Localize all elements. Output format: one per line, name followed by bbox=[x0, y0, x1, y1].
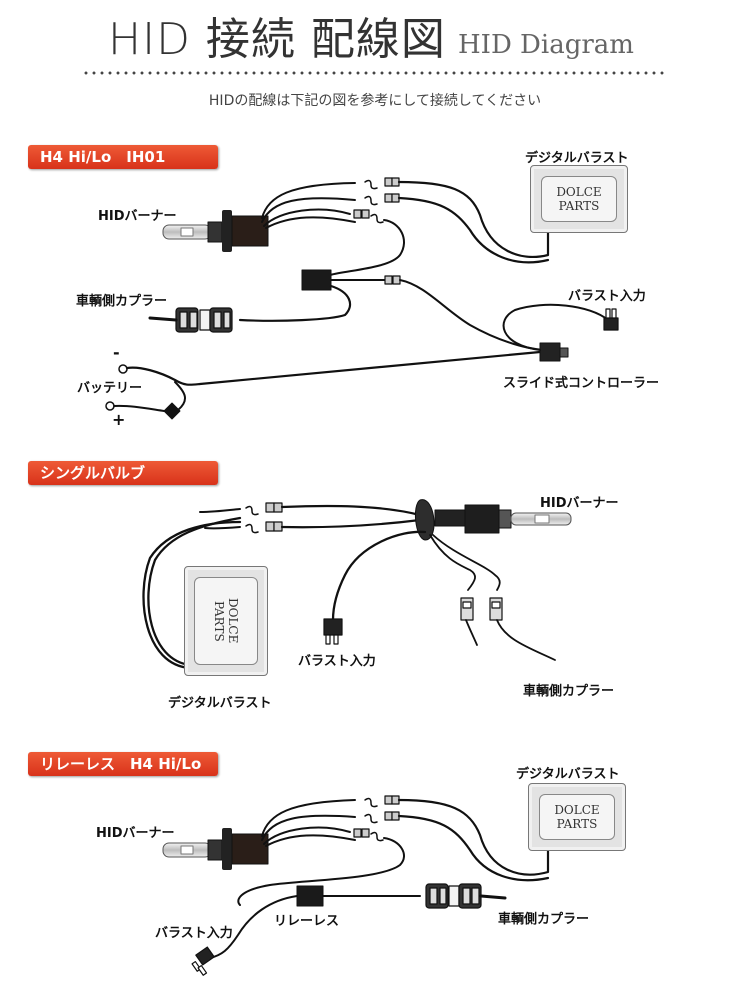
page-subtitle: HIDの配線は下記の図を参考にして接続してください bbox=[208, 93, 542, 109]
h4-hid-burner-icon bbox=[162, 210, 269, 252]
h4-digital-ballast: DOLCE PARTS bbox=[530, 165, 628, 233]
single-diagram bbox=[142, 499, 572, 670]
h4-ballast-input-connector-icon bbox=[603, 308, 619, 331]
relayless-unit-icon bbox=[296, 885, 324, 907]
h4-battery-minus-sign: - bbox=[113, 343, 120, 362]
relayless-ballast-label: デジタルバラスト bbox=[516, 767, 620, 782]
relayless-ballast-brand-line1: DOLCE bbox=[554, 803, 600, 817]
h4-burner-label: HIDバーナー bbox=[98, 209, 177, 224]
single-hid-burner-icon bbox=[464, 504, 572, 534]
h4-coupler-label: 車輌側カプラー bbox=[76, 294, 168, 309]
h4-vehicle-coupler-icon bbox=[175, 307, 233, 333]
relayless-unit-label: リレーレス bbox=[274, 914, 340, 929]
section-badge-single: シングルバルブ bbox=[28, 461, 218, 485]
single-coupler-label: 車輌側カプラー bbox=[523, 684, 615, 699]
relayless-hid-burner-icon bbox=[162, 828, 269, 870]
single-ballast-label: デジタルバラスト bbox=[168, 696, 272, 711]
relayless-ballast-input-connector-icon bbox=[191, 946, 215, 976]
relayless-digital-ballast: DOLCE PARTS bbox=[528, 783, 626, 851]
single-digital-ballast: DOLCE PARTS bbox=[184, 566, 268, 676]
relayless-coupler-label: 車輌側カプラー bbox=[498, 912, 590, 927]
h4-ballast-brand-line1: DOLCE bbox=[556, 185, 602, 199]
single-ballast-brand-line2: PARTS bbox=[212, 600, 226, 642]
single-burner-label: HIDバーナー bbox=[540, 496, 619, 511]
h4-relay-box-icon bbox=[301, 269, 332, 291]
relayless-ballast-plate: DOLCE PARTS bbox=[539, 794, 615, 840]
section-badge-relayless: リレーレス H4 Hi/Lo bbox=[28, 752, 218, 776]
relayless-ballast-brand-line2: PARTS bbox=[556, 817, 598, 831]
section-badge-h4: H4 Hi/Lo IH01 bbox=[28, 145, 218, 169]
h4-fuse-icon bbox=[163, 402, 181, 420]
h4-battery-label: バッテリー bbox=[77, 381, 143, 396]
single-ballast-input-label: バラスト入力 bbox=[298, 654, 376, 669]
single-ballast-brand-line1: DOLCE bbox=[226, 598, 240, 644]
relayless-ballast-input-label: バラスト入力 bbox=[155, 926, 233, 941]
page-title-english: HID Diagram bbox=[458, 30, 634, 60]
h4-ballast-brand-line2: PARTS bbox=[558, 199, 600, 213]
h4-diagram bbox=[105, 177, 619, 420]
dotted-divider bbox=[82, 70, 667, 76]
h4-ballast-plate: DOLCE PARTS bbox=[541, 176, 617, 222]
h4-ballast-label: デジタルバラスト bbox=[525, 151, 629, 166]
single-ballast-plate: DOLCE PARTS bbox=[194, 577, 258, 665]
h4-battery-plus-sign: + bbox=[112, 410, 126, 429]
h4-slide-controller-icon bbox=[539, 342, 561, 362]
single-vehicle-coupler-icon bbox=[460, 597, 503, 621]
h4-ballast-input-label: バラスト入力 bbox=[568, 289, 646, 304]
h4-upper-connectors bbox=[353, 177, 400, 224]
relayless-vehicle-coupler-icon bbox=[425, 883, 482, 909]
relayless-burner-label: HIDバーナー bbox=[96, 826, 175, 841]
page-title: HID 接続 配線図 bbox=[108, 14, 446, 65]
single-grommet-icon bbox=[414, 499, 466, 541]
h4-controller-label: スライド式コントローラー bbox=[503, 376, 660, 391]
relayless-diagram bbox=[162, 795, 550, 976]
single-ballast-input-connector-icon bbox=[323, 618, 343, 645]
